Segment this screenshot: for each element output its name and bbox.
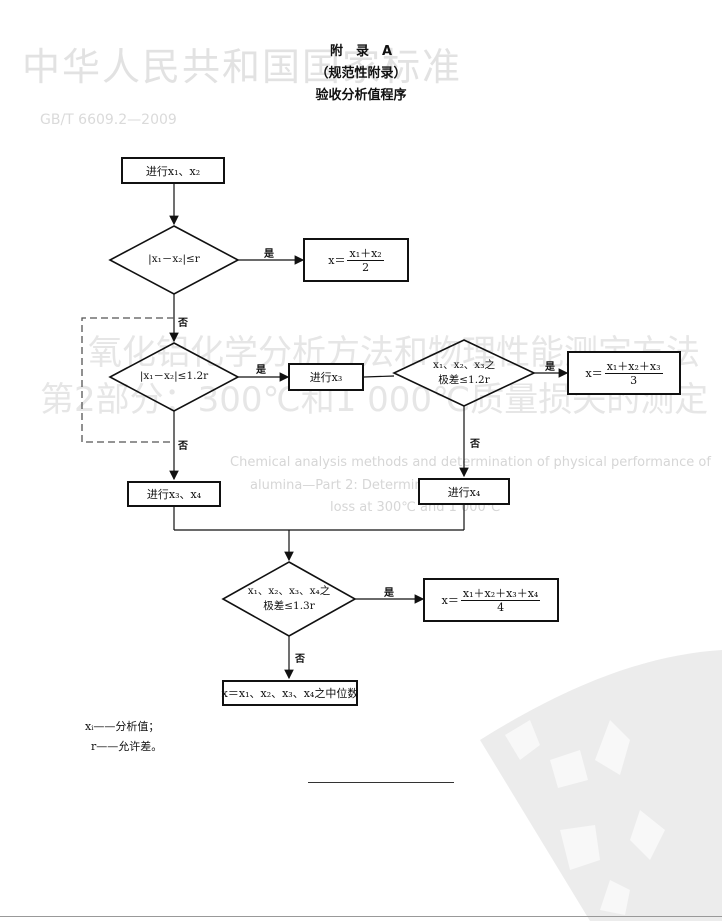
decision-2-no: 否 (178, 441, 188, 452)
section-title: 验收分析值程序 (315, 88, 407, 103)
result-3-fraction: x₁＋x₂＋x₃ 3 (604, 359, 663, 387)
decision-2-yes: 是 (256, 365, 266, 376)
result-3-denominator: 3 (630, 373, 638, 387)
page-bottom-edge (0, 916, 722, 917)
end-rule (308, 782, 454, 783)
step-x3-x4-box: 进行x₃、x₄ (127, 481, 221, 507)
result-1-denominator: 2 (362, 260, 370, 274)
decision-4-yes: 是 (384, 588, 394, 599)
start-step-box: 进行x₁、x₂ (121, 157, 225, 184)
result-1-lhs: x＝ (328, 254, 346, 267)
decision-3-line-2: 极差≤1.2r (438, 374, 490, 386)
decision-4-no: 否 (295, 654, 305, 665)
ghost-english-2: alumina—Part 2: Determination of (250, 478, 473, 493)
result-3-box: x＝ x₁＋x₂＋x₃ 3 (567, 351, 681, 395)
result-4-denominator: 4 (497, 600, 505, 614)
result-3-numerator: x₁＋x₂＋x₃ (604, 359, 663, 374)
decision-1-no: 否 (178, 318, 188, 329)
decision-2-label: |x₁－x₂|≤1.2r (139, 370, 209, 382)
step-x4-box: 进行x₄ (418, 478, 510, 505)
result-1-fraction: x₁＋x₂ 2 (347, 246, 384, 274)
decision-4-line-1: x₁、x₂、x₃、x₄之 (247, 585, 331, 597)
decision-3-line-1: x₁、x₂、x₃之 (433, 359, 495, 371)
decision-3-label: x₁、x₂、x₃之 极差≤1.2r (412, 358, 516, 388)
result-1-numerator: x₁＋x₂ (347, 246, 384, 261)
result-4-box: x＝ x₁＋x₂＋x₃＋x₄ 4 (423, 578, 559, 622)
decision-1-label: |x₁－x₂|≤r (148, 253, 200, 265)
ghost-top-title: 中华人民共和国国家标准 (22, 45, 463, 89)
result-4-fraction: x₁＋x₂＋x₃＋x₄ 4 (460, 586, 541, 614)
decision-3-yes: 是 (545, 362, 555, 373)
step-x3-box: 进行x₃ (288, 363, 364, 391)
legend-xi: xᵢ——分析值； (85, 720, 160, 733)
legend-r: r——允许差。 (91, 740, 163, 753)
ghost-english-1: Chemical analysis methods and determinat… (230, 455, 711, 470)
decision-3-no: 否 (470, 439, 480, 450)
decision-1-yes: 是 (264, 249, 274, 260)
decision-4-line-2: 极差≤1.3r (263, 600, 315, 612)
result-4-lhs: x＝ (441, 594, 459, 607)
normative-note: （规范性附录） (315, 66, 407, 81)
result-4-numerator: x₁＋x₂＋x₃＋x₄ (460, 586, 541, 601)
final-median-box: x＝x₁、x₂、x₃、x₄之中位数 (222, 680, 358, 706)
decision-4-label: x₁、x₂、x₃、x₄之 极差≤1.3r (236, 584, 342, 614)
ghost-standard-number: GB/T 6609.2—2009 (40, 112, 177, 128)
appendix-heading: 附 录 A (329, 44, 393, 59)
result-3-lhs: x＝ (585, 367, 603, 380)
result-1-box: x＝ x₁＋x₂ 2 (303, 238, 409, 282)
